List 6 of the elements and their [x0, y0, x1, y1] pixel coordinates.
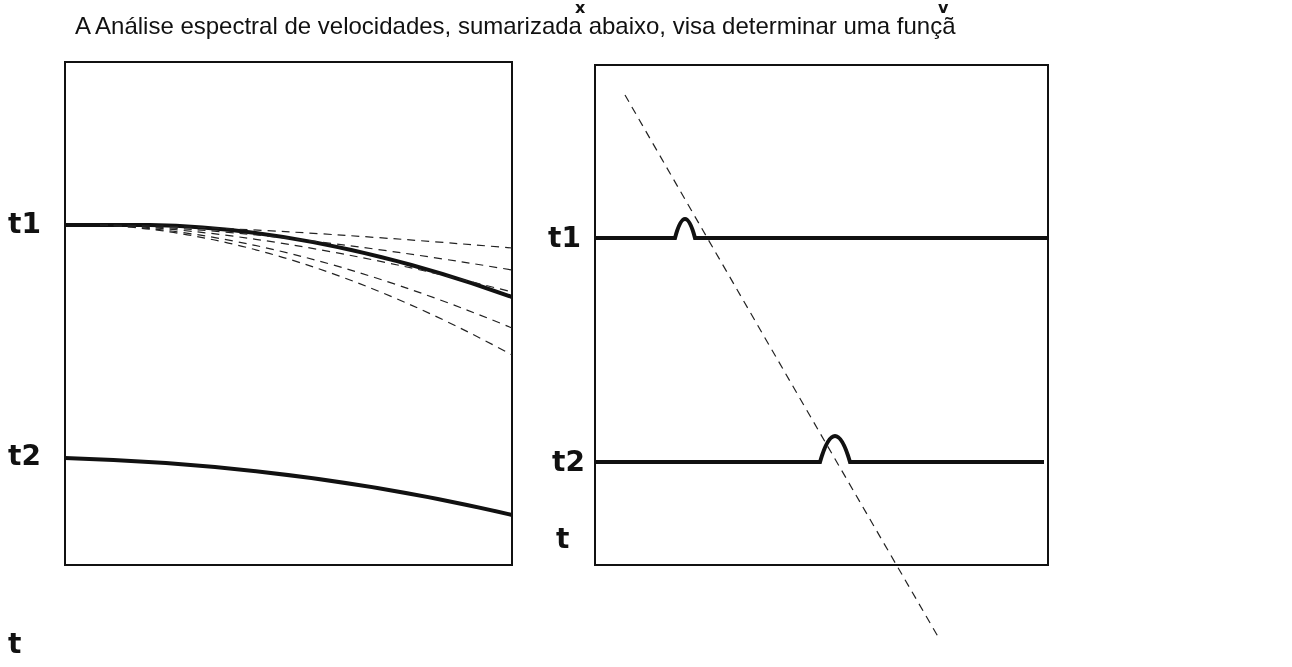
time-label: t1	[548, 224, 581, 252]
axis-label: t	[556, 525, 570, 553]
time-label: t1	[8, 210, 41, 238]
time-label: t2	[552, 448, 585, 476]
time-label: t2	[8, 442, 41, 470]
axis-label: t	[8, 630, 22, 658]
